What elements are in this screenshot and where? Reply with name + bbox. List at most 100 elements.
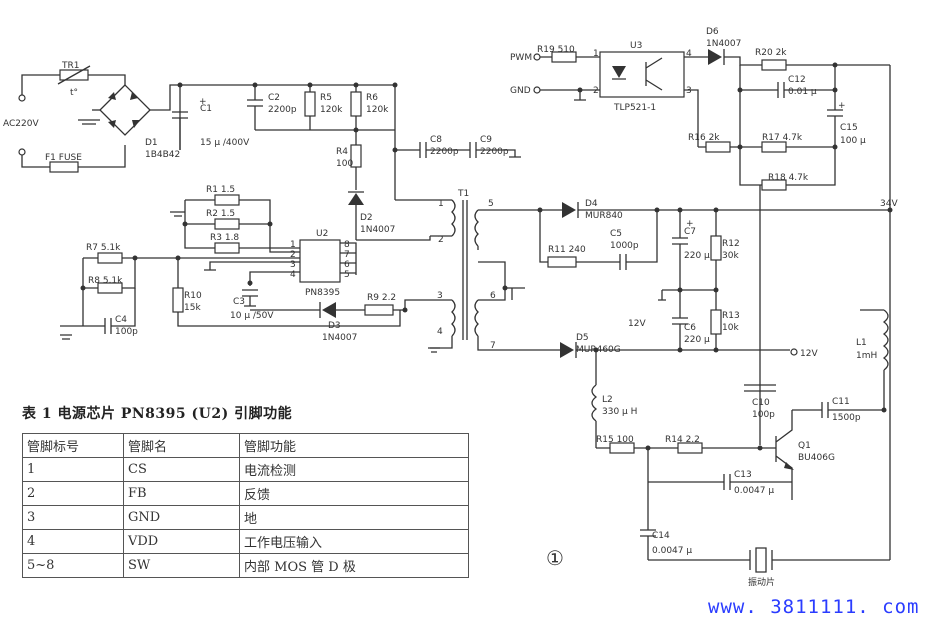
label-u2-1: 1 bbox=[290, 240, 296, 250]
label-d6-part: 1N4007 bbox=[706, 39, 741, 49]
label-c10-val: 100p bbox=[752, 410, 775, 420]
label-r17: R17 4.7k bbox=[762, 133, 803, 143]
pin-name: SW bbox=[123, 553, 240, 578]
header-pin-number: 管脚标号 bbox=[22, 433, 124, 458]
label-t1: T1 bbox=[457, 189, 469, 199]
table-title: 表 1 电源芯片 PN8395 (U2) 引脚功能 bbox=[22, 406, 293, 422]
table-row: 1 CS 电流检测 bbox=[22, 457, 469, 482]
label-c4: C4 bbox=[115, 315, 127, 325]
label-c12: C12 bbox=[788, 75, 806, 85]
resistors-r14-r15: R15 100 R14 2.2 bbox=[596, 435, 776, 454]
capacitors-c13-c14: C13 0.0047 μ C14 0.0047 μ bbox=[640, 448, 792, 560]
label-c7: C7 bbox=[684, 227, 696, 237]
label-c12-val: 0.01 μ bbox=[788, 87, 817, 97]
pin-function: 内部 MOS 管 D 极 bbox=[239, 553, 469, 578]
label-u2-7: 7 bbox=[344, 250, 350, 260]
label-c1-val: 15 μ /400V bbox=[200, 138, 250, 148]
label-u3-1: 1 bbox=[593, 49, 599, 59]
label-c3: C3 bbox=[233, 297, 245, 307]
label-c10: C10 bbox=[752, 398, 770, 408]
label-tlp: TLP521-1 bbox=[613, 103, 656, 113]
label-v34: 34V bbox=[880, 199, 898, 209]
label-r3: R3 1.8 bbox=[210, 233, 239, 243]
label-c2-val: 2200p bbox=[268, 105, 297, 115]
diode-d6: D6 1N4007 bbox=[706, 27, 741, 65]
label-c2-name: C2 bbox=[268, 93, 280, 103]
label-c15-val: 100 μ bbox=[840, 136, 866, 146]
sense-resistors-r1-r3: R1 1.5 R2 1.5 R3 1.8 bbox=[170, 185, 300, 254]
feedback-r7-r8-c4: R7 5.1k R8 5.1k C4 100p bbox=[60, 243, 178, 340]
label-r20: R20 2k bbox=[755, 48, 787, 58]
label-u2-2: 2 bbox=[290, 250, 296, 260]
label-c13: C13 bbox=[734, 470, 752, 480]
label-r10-val: 15k bbox=[184, 303, 201, 313]
table-header-row: 管脚标号 管脚名 管脚功能 bbox=[22, 433, 469, 458]
label-r14: R14 2.2 bbox=[665, 435, 700, 445]
label-c7-val: 220 μ bbox=[684, 251, 710, 261]
pin-function-table: 管脚标号 管脚名 管脚功能 1 CS 电流检测 2 FB 反馈 3 GND 地 … bbox=[22, 433, 469, 578]
label-p7: 7 bbox=[490, 341, 496, 351]
label-r12-val: 30k bbox=[722, 251, 739, 261]
label-r4-name: R4 bbox=[336, 147, 348, 157]
label-q1-part: BU406G bbox=[798, 453, 835, 463]
label-r1: R1 1.5 bbox=[206, 185, 235, 195]
pin-number: 3 bbox=[22, 505, 124, 530]
label-p5: 5 bbox=[488, 199, 494, 209]
label-l2-val: 330 μ H bbox=[602, 407, 637, 417]
output-caps-c6-c7: C7 220 μ + 12V C6 220 μ bbox=[628, 210, 716, 350]
header-pin-name: 管脚名 bbox=[123, 433, 240, 458]
label-u2-4: 4 bbox=[290, 270, 296, 280]
diode-d4-snubber: D4 MUR840 R11 240 C5 1000p bbox=[539, 199, 890, 270]
label-ac: AC220V bbox=[3, 119, 39, 129]
label-r19: R19 510 bbox=[537, 45, 575, 55]
watermark-url: www. 3811111. com bbox=[708, 596, 920, 618]
capacitor-c3: C3 10 μ /50V bbox=[230, 289, 274, 321]
label-tr1: TR1 bbox=[61, 61, 79, 71]
label-c5: C5 bbox=[610, 229, 622, 239]
label-u2-3: 3 bbox=[290, 260, 296, 270]
label-l2: L2 bbox=[602, 395, 613, 405]
label-c11-val: 1500p bbox=[832, 413, 861, 423]
capacitor-c10: C10 100p bbox=[744, 384, 776, 420]
label-r13-val: 10k bbox=[722, 323, 739, 333]
label-c4-val: 100p bbox=[115, 327, 138, 337]
pin-function: 工作电压输入 bbox=[239, 529, 469, 554]
label-d3-part: 1N4007 bbox=[322, 333, 357, 343]
label-t: t° bbox=[70, 88, 78, 98]
label-c8-val: 2200p bbox=[430, 147, 459, 157]
polarity-mark: + bbox=[686, 219, 694, 229]
label-c6-val: 220 μ bbox=[684, 335, 710, 345]
label-c15: C15 bbox=[840, 123, 858, 133]
label-r11: R11 240 bbox=[548, 245, 586, 255]
pin-number: 4 bbox=[22, 529, 124, 554]
label-r10: R10 bbox=[184, 291, 202, 301]
table-row: 4 VDD 工作电压输入 bbox=[22, 529, 469, 554]
pin-name: VDD bbox=[123, 529, 240, 554]
label-r8: R8 5.1k bbox=[88, 276, 123, 286]
label-l1: L1 bbox=[856, 338, 867, 348]
bridge-rectifier-d1: D1 1B4B42 bbox=[92, 84, 180, 160]
resistor-r10: R10 15k bbox=[172, 258, 401, 327]
label-v12: 12V bbox=[800, 349, 818, 359]
transistor-q1: Q1 BU406G bbox=[775, 410, 835, 500]
bias-network-r16-r20: R20 2k R18 4.7k C12 0.01 μ + C15 100 μ R… bbox=[688, 48, 866, 445]
label-d4-part: MUR840 bbox=[585, 211, 623, 221]
label-c14-val: 0.0047 μ bbox=[652, 546, 692, 556]
label-c14: C14 bbox=[652, 531, 670, 541]
pin-function: 反馈 bbox=[239, 481, 469, 506]
capacitor-c8-c9: C8 2200p C9 2200p bbox=[395, 135, 521, 158]
label-d6: D6 bbox=[706, 27, 719, 37]
label-d2-part: 1N4007 bbox=[360, 225, 395, 235]
resistor-r5: R5 120k bbox=[304, 85, 343, 130]
label-r5-val: 120k bbox=[320, 105, 343, 115]
ac-input-section: TR1 t° AC220V F1 FUSE bbox=[3, 61, 126, 173]
resistor-r6: R6 120k bbox=[350, 85, 389, 145]
label-c9-val: 2200p bbox=[480, 147, 509, 157]
inductor-l1: L1 1mH bbox=[856, 309, 889, 410]
figure-number: ① bbox=[546, 546, 564, 570]
label-r12: R12 bbox=[722, 239, 740, 249]
label-r18: R18 4.7k bbox=[768, 173, 809, 183]
label-d1-part: 1B4B42 bbox=[145, 150, 180, 160]
pin-name: CS bbox=[123, 457, 240, 482]
label-r13: R13 bbox=[722, 311, 740, 321]
